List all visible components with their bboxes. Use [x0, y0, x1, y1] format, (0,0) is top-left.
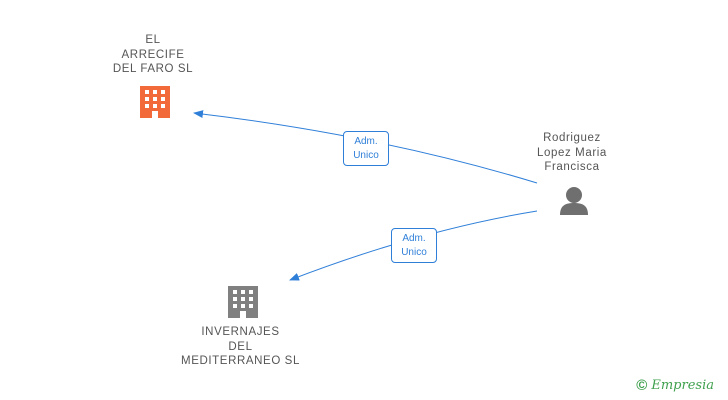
person-label-rodriguez[interactable]: Rodriguez Lopez Maria Francisca [537, 132, 607, 173]
brand-watermark[interactable]: © Empresia [636, 375, 714, 395]
company-label-invernajes[interactable]: INVERNAJES DEL MEDITERRANEO SL [181, 326, 300, 367]
copyright-icon: © [636, 376, 648, 394]
person-icon[interactable] [560, 187, 588, 215]
brand-name: Empresia [651, 377, 714, 393]
building-icon[interactable] [140, 86, 170, 118]
company-label-arrecife[interactable]: EL ARRECIFE DEL FARO SL [112, 34, 194, 75]
edge-label-adm-unico-top: Adm. Unico [343, 131, 389, 166]
edge-label-adm-unico-bottom: Adm. Unico [391, 228, 437, 263]
building-icon[interactable] [228, 286, 258, 318]
